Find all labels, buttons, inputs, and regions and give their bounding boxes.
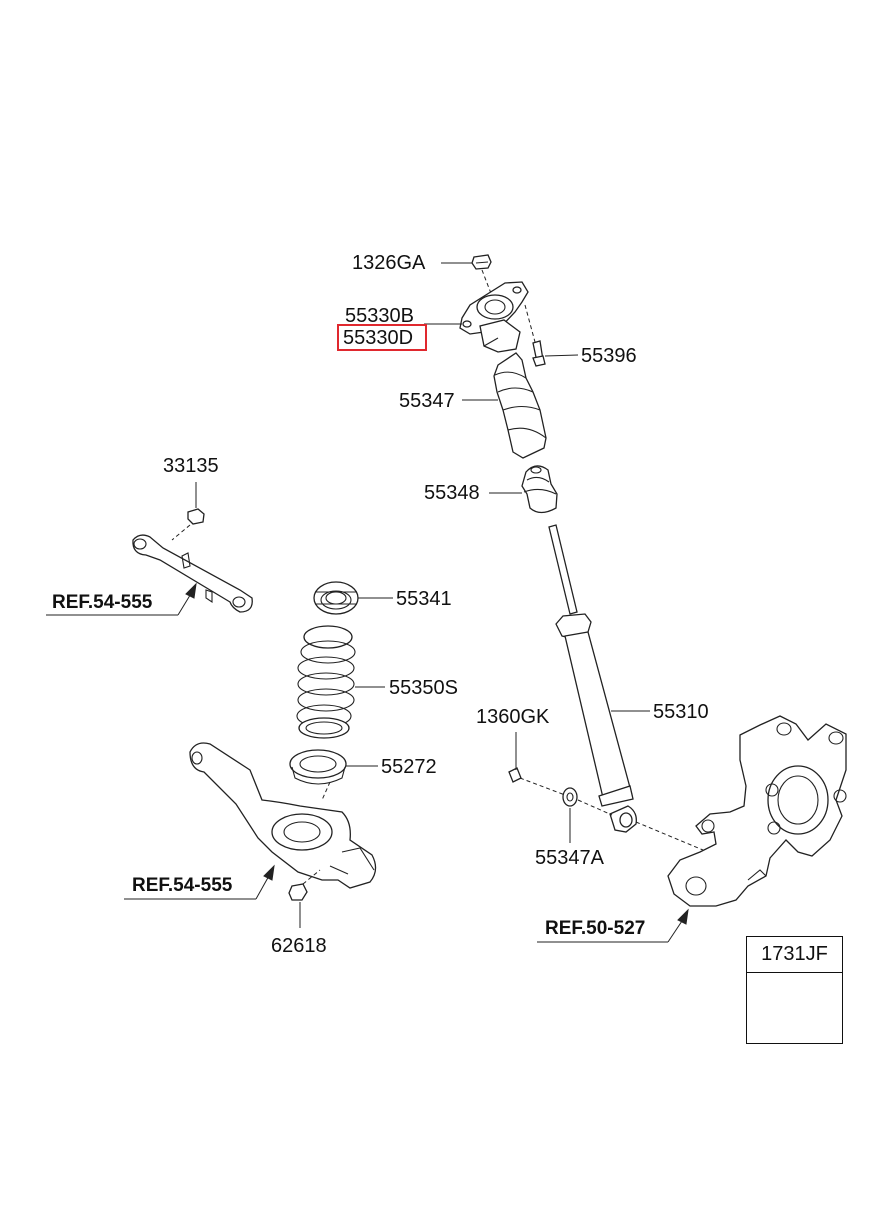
label-55347A[interactable]: 55347A — [535, 847, 604, 869]
part-55396-bolt[interactable] — [524, 304, 546, 367]
label-55310[interactable]: 55310 — [653, 701, 709, 723]
label-55350S[interactable]: 55350S — [389, 677, 458, 699]
label-1326GA[interactable]: 1326GA — [352, 252, 426, 274]
ref-lower-arm[interactable]: REF.54-555 — [132, 875, 233, 896]
part-1360GK-bolt[interactable] — [508, 767, 522, 783]
part-55310-shock-absorber[interactable] — [548, 524, 637, 833]
label-33135[interactable]: 33135 — [163, 455, 219, 477]
label-55272[interactable]: 55272 — [381, 756, 437, 778]
inset-box-1731JF: 1731JF — [746, 936, 843, 1044]
inset-label-1731JF[interactable]: 1731JF — [747, 937, 842, 973]
part-55330-strut-mount[interactable] — [459, 281, 529, 353]
part-33135-nut[interactable] — [187, 508, 205, 525]
part-55347-dust-cover[interactable] — [493, 352, 547, 459]
part-55350S-coil-spring[interactable] — [296, 625, 356, 739]
part-1326GA-nut[interactable] — [471, 254, 492, 270]
part-55348-bump-stopper[interactable] — [521, 465, 558, 514]
part-55341-spring-pad[interactable] — [313, 581, 359, 615]
lower-control-arm[interactable] — [189, 742, 377, 889]
rear-knuckle[interactable] — [667, 715, 847, 907]
upper-control-arm[interactable] — [132, 534, 253, 613]
label-55396[interactable]: 55396 — [581, 345, 637, 367]
ref-upper-arm[interactable]: REF.54-555 — [52, 592, 153, 613]
part-62618-nut[interactable] — [288, 883, 308, 901]
ref-knuckle[interactable]: REF.50-527 — [545, 918, 646, 939]
part-55272-lower-pad[interactable] — [289, 749, 347, 785]
label-55348[interactable]: 55348 — [424, 482, 480, 504]
label-55330D[interactable]: 55330D — [343, 327, 414, 349]
label-55330B[interactable]: 55330B — [345, 305, 414, 327]
part-55347A-washer[interactable] — [562, 787, 578, 807]
label-55341[interactable]: 55341 — [396, 588, 452, 610]
label-62618[interactable]: 62618 — [271, 935, 327, 957]
label-1360GK[interactable]: 1360GK — [476, 706, 550, 728]
highlight-box — [337, 324, 427, 351]
label-55347[interactable]: 55347 — [399, 390, 455, 412]
